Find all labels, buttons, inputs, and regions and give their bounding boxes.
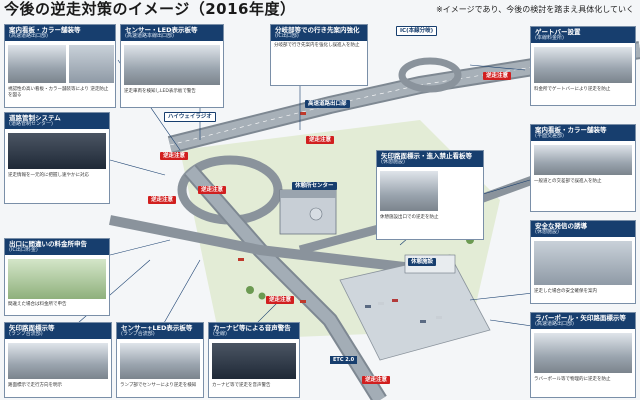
etc-label: ETC 2.0 [330,356,358,364]
card-subtitle: (全線) [213,331,227,338]
card-photo [212,343,296,379]
card-subtitle: (平面交差部) [535,133,564,140]
card-text: 休憩施設出口での逆走を防止 [380,215,439,220]
card-photo [69,45,114,83]
warning-tag-3: 逆走注意 [148,196,177,205]
card-ramp-arrows: 矢印路面標示等(ランプ合流部) 路面標示で走行方向を明示 [4,322,112,398]
card-traffic-control: 道路管制システム(道路管制センター) 逆走情報を一元的に把握し速やかに対応 [4,112,110,204]
card-safe-guidance: 安全な発信の誘導(休憩施設) 逆走した場合の安全確保を案内 [530,220,636,304]
warning-tag-4: 逆走注意 [306,136,335,145]
card-led-sensor: センサー・LED表示板等(高速道路本線出口部) 逆走車両を検知しLED表示板で警… [120,24,224,108]
card-photo [534,47,632,83]
card-title: ゲートバー設置 [535,28,581,36]
card-ramp-led: センサー+LED表示板等(ランプ合流部) ランプ部でセンサーにより逆走を検知 [116,322,204,398]
card-arrow-marking: 矢印路面標示・進入禁止看板等(休憩施設) 休憩施設出口での逆走を防止 [376,150,484,240]
card-text: 路面標示で走行方向を明示 [8,383,62,388]
card-text: 料金所でゲートバーにより逆走を防止 [534,87,611,92]
warning-tag-5: 逆走注意 [483,72,512,81]
card-subtitle: (ランプ合流部) [9,331,43,338]
card-subtitle: (ランプ合流部) [121,331,155,338]
card-subtitle: (休憩施設) [535,229,559,236]
card-gate-bar: ゲートバー設置(本線料金所) 料金所でゲートバーにより逆走を防止 [530,26,636,106]
card-text: 逆走車両を検知しLED表示板で警告 [124,89,196,94]
warning-tag-1: 逆走注意 [160,152,189,161]
card-title: カーナビ等による音声警告 [213,324,291,332]
card-title: 案内看板・カラー舗装等 [9,26,81,34]
card-destination-guide: 分岐部等での行き先案内強化(IC出口部) 分岐部で行き先案内を強化し誤進入を防止 [270,24,368,86]
card-title: 矢印路面標示等 [9,324,55,332]
card-text: 視認性の高い看板・カラー舗装等により 逆走防止を図る [8,87,109,98]
page-title: 今後の逆走対策のイメージ（2016年度） [4,0,296,18]
card-subtitle: (休憩施設) [381,159,405,166]
card-title: ラバーポール・矢印路面標示等 [535,314,626,322]
card-text: 逆走した場合の安全確保を案内 [534,289,597,294]
card-car-navi: カーナビ等による音声警告(全線) カーナビ等で逆走を音声警告 [208,322,300,398]
card-photo [8,343,108,379]
card-text: カーナビ等で逆走を音声警告 [212,383,271,388]
card-title: センサー+LED表示板等 [121,324,193,332]
card-toll-report: 出口に間違いの料金所申告(IC出口料金) 間違えた場合は料金所で申告 [4,238,110,316]
card-photo [124,45,220,85]
plaza-label: 休憩所センター [292,182,337,191]
warning-tag-7: 逆走注意 [266,296,295,305]
card-photo [8,45,66,83]
card-text: ラバーポール等で物理的に逆走を防止 [534,377,611,382]
card-subtitle: (高速道路本線出口部) [125,33,174,40]
card-exit-signs: 案内看板・カラー舗装等(高速道路出口部) 視認性の高い看板・カラー舗装等により … [4,24,116,108]
card-subtitle: (IC出口部) [275,33,299,40]
card-text: 一般道との交差部で誤進入を防止 [534,179,602,184]
card-text: ランプ部でセンサーにより逆走を検知 [120,383,197,388]
card-subtitle: (高速道路出口部) [9,33,48,40]
card-photo [534,333,632,373]
card-photo [534,241,632,285]
card-subtitle: (本線料金所) [535,35,564,42]
card-photo [534,145,632,175]
card-title: 出口に間違いの料金所申告 [9,240,87,248]
card-text: 分岐部で行き先案内を強化し誤進入を防止 [274,43,360,49]
card-subtitle: (道路管制センター) [9,121,53,128]
ic-label: IC(本線分岐) [396,26,438,37]
warning-tag-2: 逆走注意 [198,186,227,195]
card-crossing-signs: 案内看板・カラー舗装等(平面交差部) 一般道との交差部で誤進入を防止 [530,124,636,212]
warning-tag-6: 逆走注意 [362,376,391,385]
card-subtitle: (IC出口料金) [9,247,38,254]
card-title: 道路管制システム [9,114,61,122]
highway-radio-label: ハイウェイラジオ [164,112,216,123]
card-title: 安全な発信の誘導 [535,222,587,230]
card-title: 矢印路面標示・進入禁止看板等 [381,152,472,160]
card-photo [380,171,438,211]
card-photo [8,133,106,169]
exit-label: 高速道路出口部 [305,100,350,109]
card-text: 逆走情報を一元的に把握し速やかに対応 [8,173,89,178]
card-photo [120,343,200,379]
page-note: ※イメージであり、今後の検討を踏まえ具体化していく [436,5,634,14]
card-subtitle: (高速道路出口部) [535,321,574,328]
card-title: 案内看板・カラー舗装等 [535,126,607,134]
card-title: センサー・LED表示板等 [125,26,198,34]
card-text: 間違えた場合は料金所で申告 [8,302,67,307]
parking-label: 休憩施設 [408,258,437,267]
card-photo [8,259,106,299]
card-title: 分岐部等での行き先案内強化 [275,26,360,34]
card-rubber-poles: ラバーポール・矢印路面標示等(高速道路出口部) ラバーポール等で物理的に逆走を防… [530,312,636,398]
